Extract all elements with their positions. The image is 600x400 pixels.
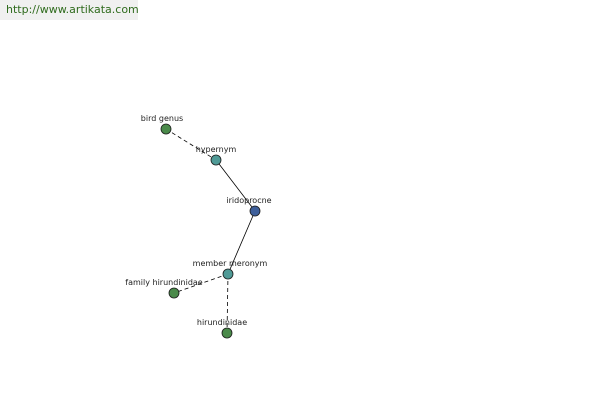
node-bird-genus[interactable] <box>160 123 172 135</box>
edges-layer <box>165 128 256 334</box>
node-label-member-meronym[interactable]: member meronym <box>193 259 268 268</box>
site-url-link[interactable]: http://www.artikata.com <box>6 3 139 16</box>
edge-bird-genus-to-hypernym <box>165 128 217 161</box>
node-hypernym[interactable] <box>210 154 222 166</box>
node-label-hirundinidae[interactable]: hirundinidae <box>197 318 247 327</box>
node-label-family-hirundinidae[interactable]: family hirundinidae <box>125 278 203 287</box>
node-label-hypernym[interactable]: hypernym <box>196 145 237 154</box>
edge-iridoprocne-to-member-meronym <box>227 210 256 275</box>
nodes-layer <box>160 123 261 339</box>
node-member-meronym[interactable] <box>222 268 234 280</box>
edge-hypernym-to-iridoprocne <box>215 159 256 212</box>
node-label-bird-genus[interactable]: bird genus <box>141 114 183 123</box>
node-iridoprocne[interactable] <box>249 205 261 217</box>
node-label-iridoprocne[interactable]: iridoprocne <box>226 196 271 205</box>
labels-layer: bird genus hypernym iridoprocne member mero… <box>125 114 271 327</box>
node-hirundinidae[interactable] <box>221 327 233 339</box>
edge-member-meronym-to-hirundinidae <box>226 273 229 334</box>
edge-member-meronym-to-family-hirundinidae <box>173 273 229 294</box>
node-family-hirundinidae[interactable] <box>168 287 180 299</box>
url-bar: http://www.artikata.com <box>0 0 139 20</box>
